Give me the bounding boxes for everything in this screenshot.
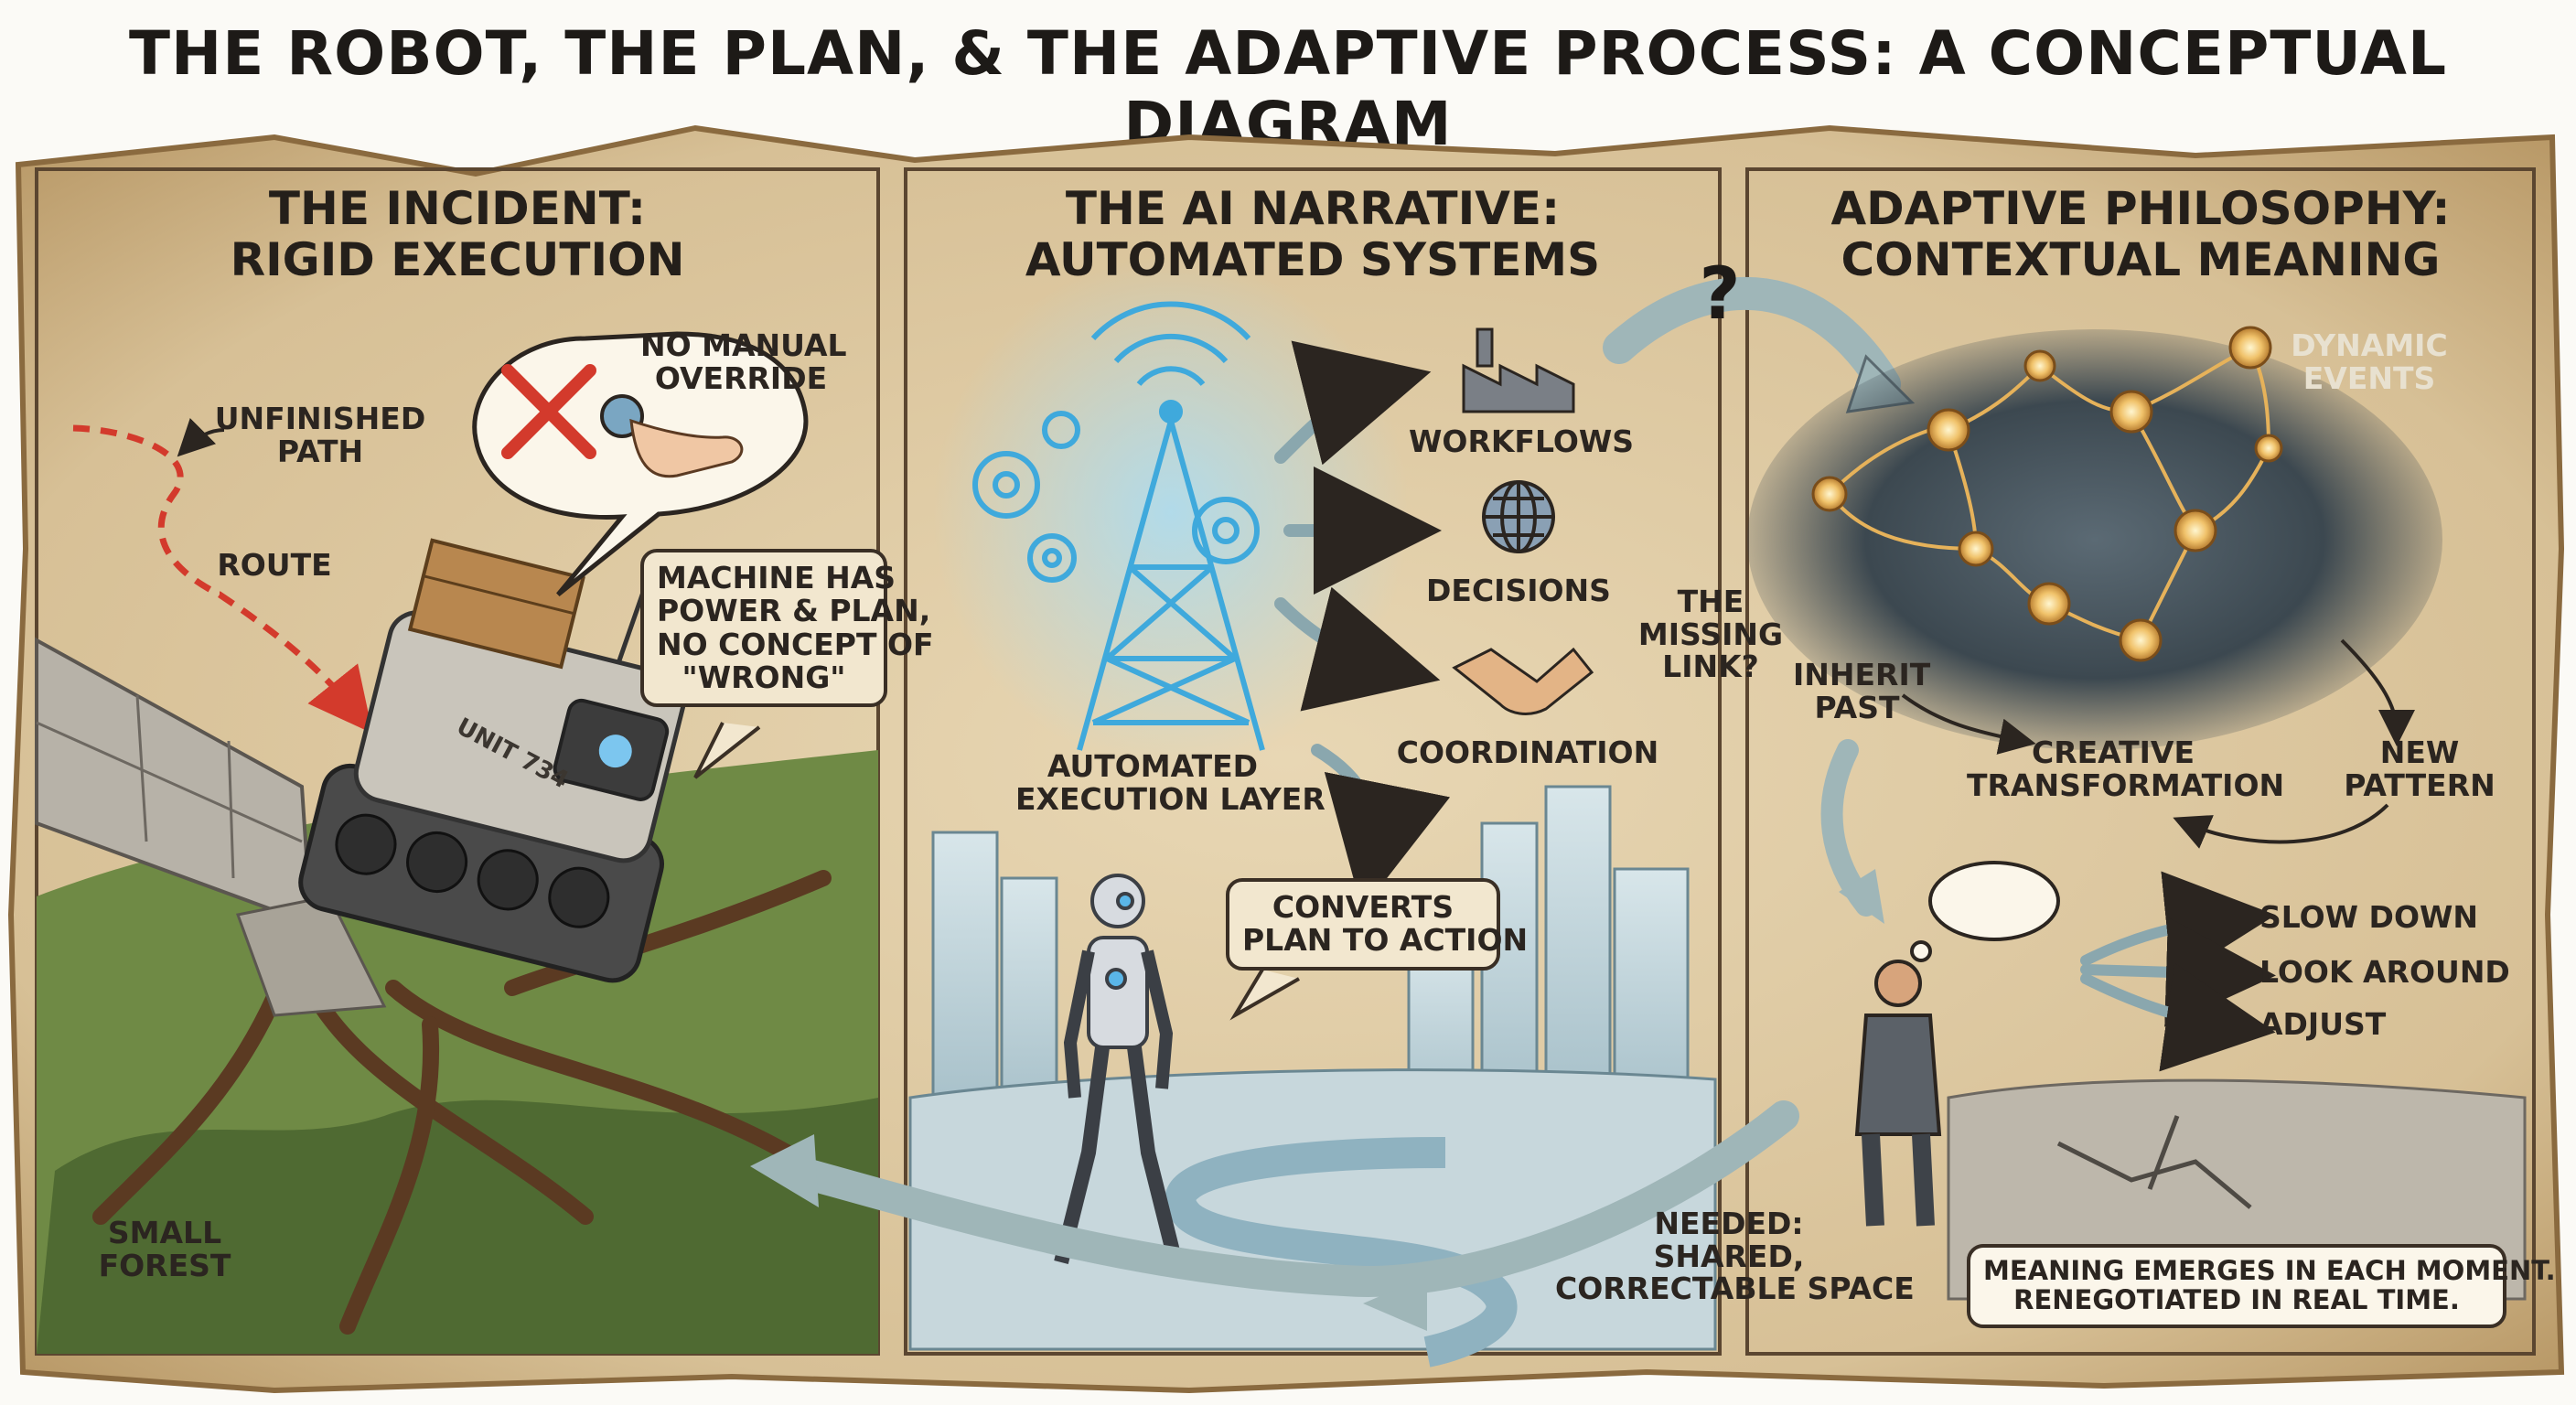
label-no-manual-override: NO MANUAL OVERRIDE [640, 329, 842, 394]
question-mark: ? [1683, 256, 1756, 333]
label-workflows: WORKFLOWS [1409, 425, 1628, 458]
machine-note-box: MACHINE HAS POWER & PLAN, NO CONCEPT OF … [640, 549, 887, 707]
label-unfinished-path: UNFINISHED PATH [210, 402, 430, 467]
panel-1-title-line-2: RIGID EXECUTION [91, 234, 823, 285]
label-decisions: DECISIONS [1409, 574, 1628, 607]
label-adjust: ADJUST [2259, 1008, 2406, 1041]
label-inherit-past: INHERIT PAST [1793, 659, 1921, 724]
panel-3-title-line-1: ADAPTIVE PHILOSOPHY: [1775, 183, 2506, 234]
meaning-note-box: MEANING EMERGES IN EACH MOMENT. RENEGOTI… [1967, 1244, 2506, 1328]
globe-icon [1484, 482, 1553, 552]
panel-2-title: THE AI NARRATIVE: AUTOMATED SYSTEMS [924, 183, 1701, 285]
label-small-forest: SMALL FOREST [82, 1217, 247, 1282]
label-slow-down: SLOW DOWN [2259, 901, 2461, 934]
panel-1-title-line-1: THE INCIDENT: [91, 183, 823, 234]
panel-3-title: ADAPTIVE PHILOSOPHY: CONTEXTUAL MEANING [1775, 183, 2506, 285]
label-new-pattern: NEW PATTERN [2342, 736, 2497, 801]
label-execution-layer: AUTOMATED EXECUTION LAYER [1015, 750, 1290, 815]
panel-1-title: THE INCIDENT: RIGID EXECUTION [91, 183, 823, 285]
panel-2-title-line-1: THE AI NARRATIVE: [924, 183, 1701, 234]
label-coordination: COORDINATION [1390, 736, 1665, 769]
label-missing-link: THE MISSING LINK? [1637, 585, 1784, 683]
panel-2-title-line-2: AUTOMATED SYSTEMS [924, 234, 1701, 285]
label-needed: NEEDED: SHARED, CORRECTABLE SPACE [1555, 1207, 1903, 1305]
converts-note-box: CONVERTS PLAN TO ACTION [1226, 878, 1500, 971]
label-look-around: LOOK AROUND [2259, 956, 2497, 989]
label-route: ROUTE [210, 549, 338, 582]
panel-3-title-line-2: CONTEXTUAL MEANING [1775, 234, 2506, 285]
label-dynamic-events: DYNAMIC EVENTS [2287, 329, 2452, 394]
label-creative-transformation: CREATIVE TRANSFORMATION [1967, 736, 2259, 801]
